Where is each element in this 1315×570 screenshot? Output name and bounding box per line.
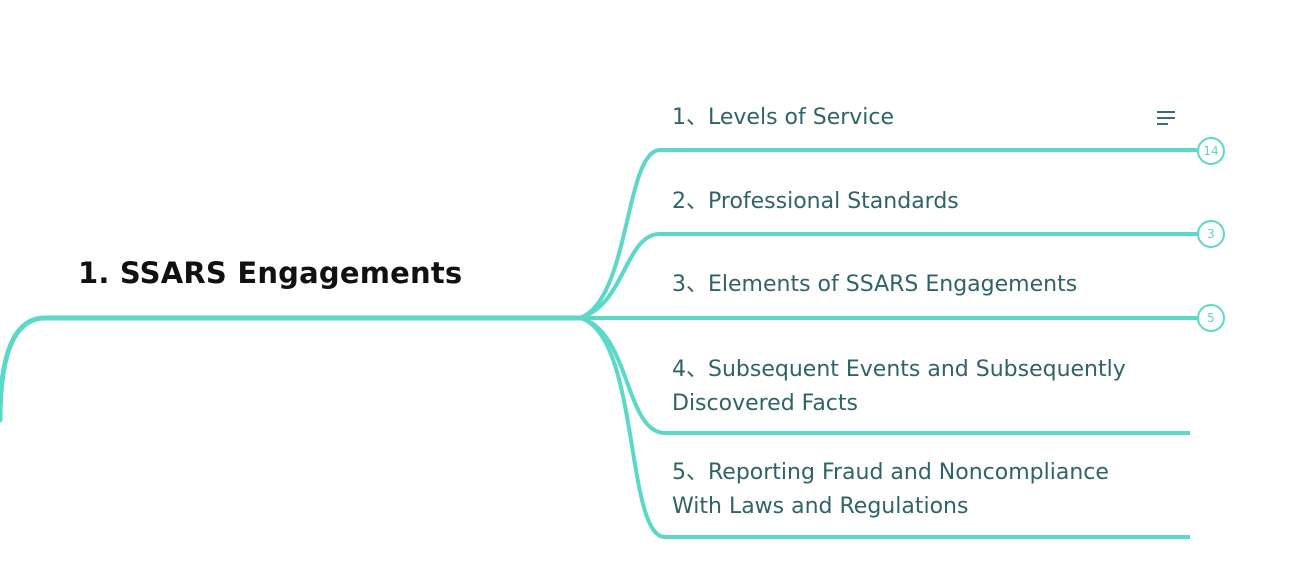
branch-node-3[interactable]: 3、Elements of SSARS Engagements bbox=[672, 268, 1192, 302]
branch-node-1[interactable]: 1、Levels of Service bbox=[672, 101, 1192, 135]
branch-number: 4、 bbox=[672, 357, 708, 382]
branch-label: Subsequent Events and Subsequently bbox=[708, 357, 1126, 382]
root-node-title[interactable]: 1. SSARS Engagements bbox=[78, 256, 463, 290]
notes-lines-icon[interactable] bbox=[1156, 110, 1176, 126]
branch-label: Elements of SSARS Engagements bbox=[708, 272, 1078, 297]
collapsed-count-badge[interactable]: 5 bbox=[1197, 304, 1225, 332]
collapsed-count-badge[interactable]: 3 bbox=[1197, 220, 1225, 248]
branch-label-line-1: 5、Reporting Fraud and Noncompliance bbox=[672, 456, 1192, 490]
branch-label-line-2: Discovered Facts bbox=[672, 391, 858, 416]
branch-label: Reporting Fraud and Noncompliance bbox=[708, 460, 1109, 485]
branch-label-line-1: 4、Subsequent Events and Subsequently bbox=[672, 353, 1192, 387]
branch-number: 2、 bbox=[672, 189, 708, 214]
branch-number: 5、 bbox=[672, 460, 708, 485]
branch-node-2[interactable]: 2、Professional Standards bbox=[672, 185, 1192, 219]
collapsed-count-badge[interactable]: 14 bbox=[1197, 137, 1225, 165]
branch-node-4[interactable]: 4、Subsequent Events and Subsequently Dis… bbox=[672, 353, 1192, 421]
branch-number: 1、 bbox=[672, 105, 708, 130]
branch-label: Professional Standards bbox=[708, 189, 959, 214]
branch-node-5[interactable]: 5、Reporting Fraud and Noncompliance With… bbox=[672, 456, 1192, 524]
root-connector bbox=[0, 315, 583, 423]
branch-label-line-2: With Laws and Regulations bbox=[672, 494, 969, 519]
branch-number: 3、 bbox=[672, 272, 708, 297]
branch-label: Levels of Service bbox=[708, 105, 895, 130]
branch-line-2 bbox=[579, 232, 1197, 320]
branch-line-5 bbox=[579, 316, 1190, 539]
branch-line-1 bbox=[579, 148, 1197, 320]
